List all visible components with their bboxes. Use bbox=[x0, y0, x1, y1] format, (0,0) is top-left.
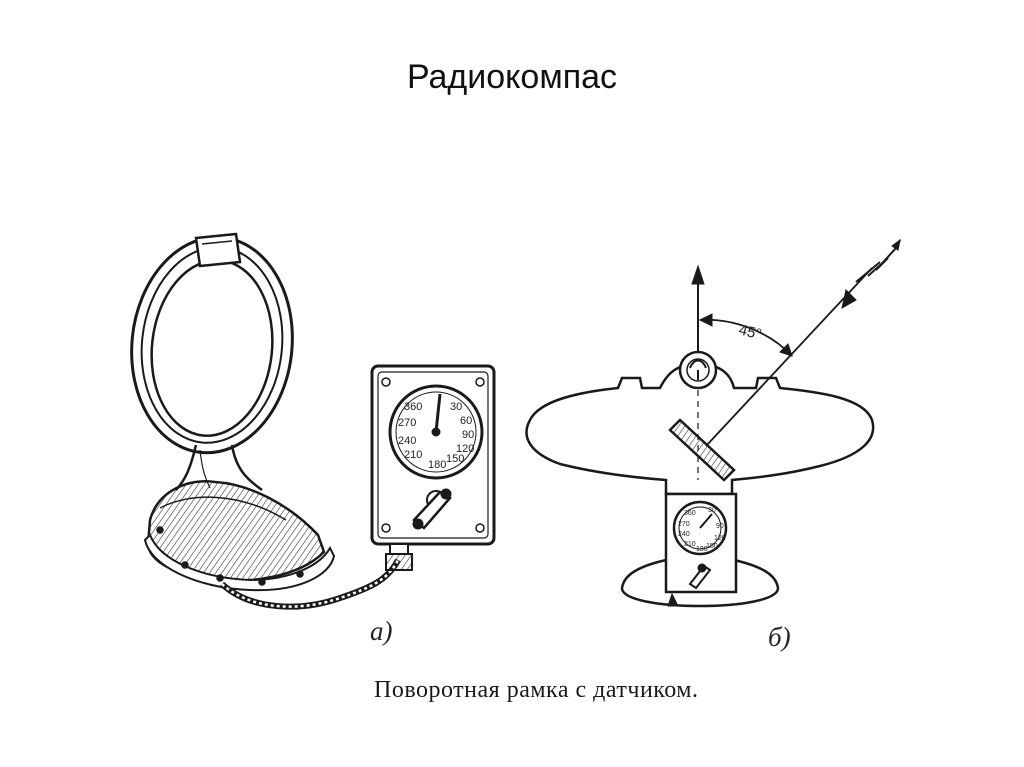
dial-mark-360: 360 bbox=[404, 401, 422, 413]
dial-mark-150: 150 bbox=[446, 453, 464, 465]
svg-text:30: 30 bbox=[708, 507, 716, 514]
loop-antenna bbox=[130, 232, 336, 592]
dial-mark-60: 60 bbox=[460, 415, 472, 427]
angle-label: 45° bbox=[737, 321, 763, 343]
dial-mark-240: 240 bbox=[398, 435, 416, 447]
figure-label-b: б) bbox=[768, 622, 791, 652]
svg-text:360: 360 bbox=[684, 510, 696, 517]
angle-arc bbox=[698, 313, 793, 357]
bearing-line bbox=[705, 238, 901, 447]
figure-caption: Поворотная рамка с датчиком. bbox=[374, 677, 699, 703]
svg-text:210: 210 bbox=[684, 541, 696, 548]
dial-mark-210: 210 bbox=[404, 449, 422, 461]
nose-loop bbox=[678, 350, 718, 390]
svg-text:240: 240 bbox=[678, 531, 690, 538]
dial-mark-30: 30 bbox=[450, 401, 462, 413]
loop-frame-bar bbox=[668, 418, 736, 482]
cable bbox=[219, 558, 401, 610]
small-indicator bbox=[672, 500, 728, 590]
svg-text:180: 180 bbox=[696, 546, 708, 553]
svg-text:120: 120 bbox=[714, 535, 726, 542]
slide-title: Радиокомпас bbox=[406, 58, 618, 96]
dial-mark-90: 90 bbox=[462, 429, 474, 441]
heading-axis bbox=[691, 264, 705, 480]
small-dial-scale-labels: 360 30 270 90 240 120 210 180 150 bbox=[678, 507, 726, 553]
svg-text:270: 270 bbox=[678, 521, 690, 528]
indicator-box bbox=[370, 364, 496, 571]
dial-mark-270: 270 bbox=[398, 417, 416, 429]
svg-text:90: 90 bbox=[716, 523, 724, 530]
svg-text:150: 150 bbox=[706, 543, 718, 550]
dial-mark-120: 120 bbox=[456, 443, 474, 455]
dial-scale-labels: 360 30 60 270 90 240 120 210 180 150 bbox=[398, 401, 474, 471]
dial-mark-180: 180 bbox=[428, 459, 446, 471]
figure-label-a: а) bbox=[370, 616, 393, 646]
